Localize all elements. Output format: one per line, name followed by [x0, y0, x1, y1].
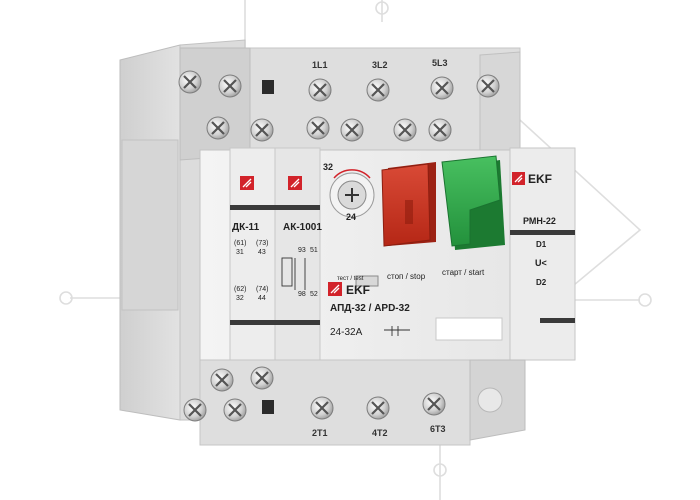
contact-label: 32	[236, 295, 244, 302]
brand-logo-text: EKF	[528, 172, 552, 186]
stop-button-label: стоп / stop	[387, 272, 426, 281]
terminal-label: 6T3	[430, 424, 446, 434]
terminal-label: 2T1	[312, 428, 328, 438]
blank-label-area	[435, 317, 503, 341]
accessory-left-name: ДК-11	[232, 222, 260, 233]
contact-label: D1	[536, 240, 547, 249]
bottom-terminal-block	[199, 359, 526, 446]
contact-label: 44	[258, 295, 266, 302]
start-button[interactable]	[441, 155, 505, 250]
contact-label: 52	[310, 291, 318, 298]
test-button[interactable]	[355, 275, 379, 287]
contact-label: 31	[236, 249, 244, 256]
top-terminal-block	[179, 47, 521, 161]
contact-label: 98	[298, 291, 306, 298]
contact-label: 93	[298, 247, 306, 254]
contact-label: 51	[310, 247, 318, 254]
contact-label: (74)	[256, 286, 269, 293]
model-name: АПД-32 / APD-32	[330, 303, 410, 314]
contact-label: (61)	[234, 240, 247, 247]
test-button-label: тест / test	[337, 276, 364, 282]
contact-label: (62)	[234, 286, 247, 293]
ekf-logo-icon	[240, 172, 525, 296]
contact-label: D2	[536, 278, 547, 287]
contact-label: U<	[535, 258, 547, 268]
contact-label: 43	[258, 249, 266, 256]
terminal-label: 3L2	[372, 60, 388, 70]
start-button-label: старт / start	[442, 268, 485, 277]
current-rating: 24-32A	[330, 327, 363, 338]
brand-logo-text: EKF	[346, 283, 370, 297]
terminal-label: 5L3	[432, 58, 448, 68]
accessory-middle-name: АК-1001	[283, 222, 322, 233]
terminal-label: 4T2	[372, 428, 388, 438]
contact-diagram	[281, 257, 410, 336]
current-setting-dial[interactable]	[329, 169, 375, 218]
stop-button[interactable]	[381, 162, 436, 247]
accessory-right-name: РМН-22	[523, 216, 556, 226]
contact-label: (73)	[256, 240, 269, 247]
dial-max-label: 32	[323, 162, 334, 172]
dial-min-label: 24	[346, 212, 357, 222]
terminal-label: 1L1	[312, 60, 328, 70]
